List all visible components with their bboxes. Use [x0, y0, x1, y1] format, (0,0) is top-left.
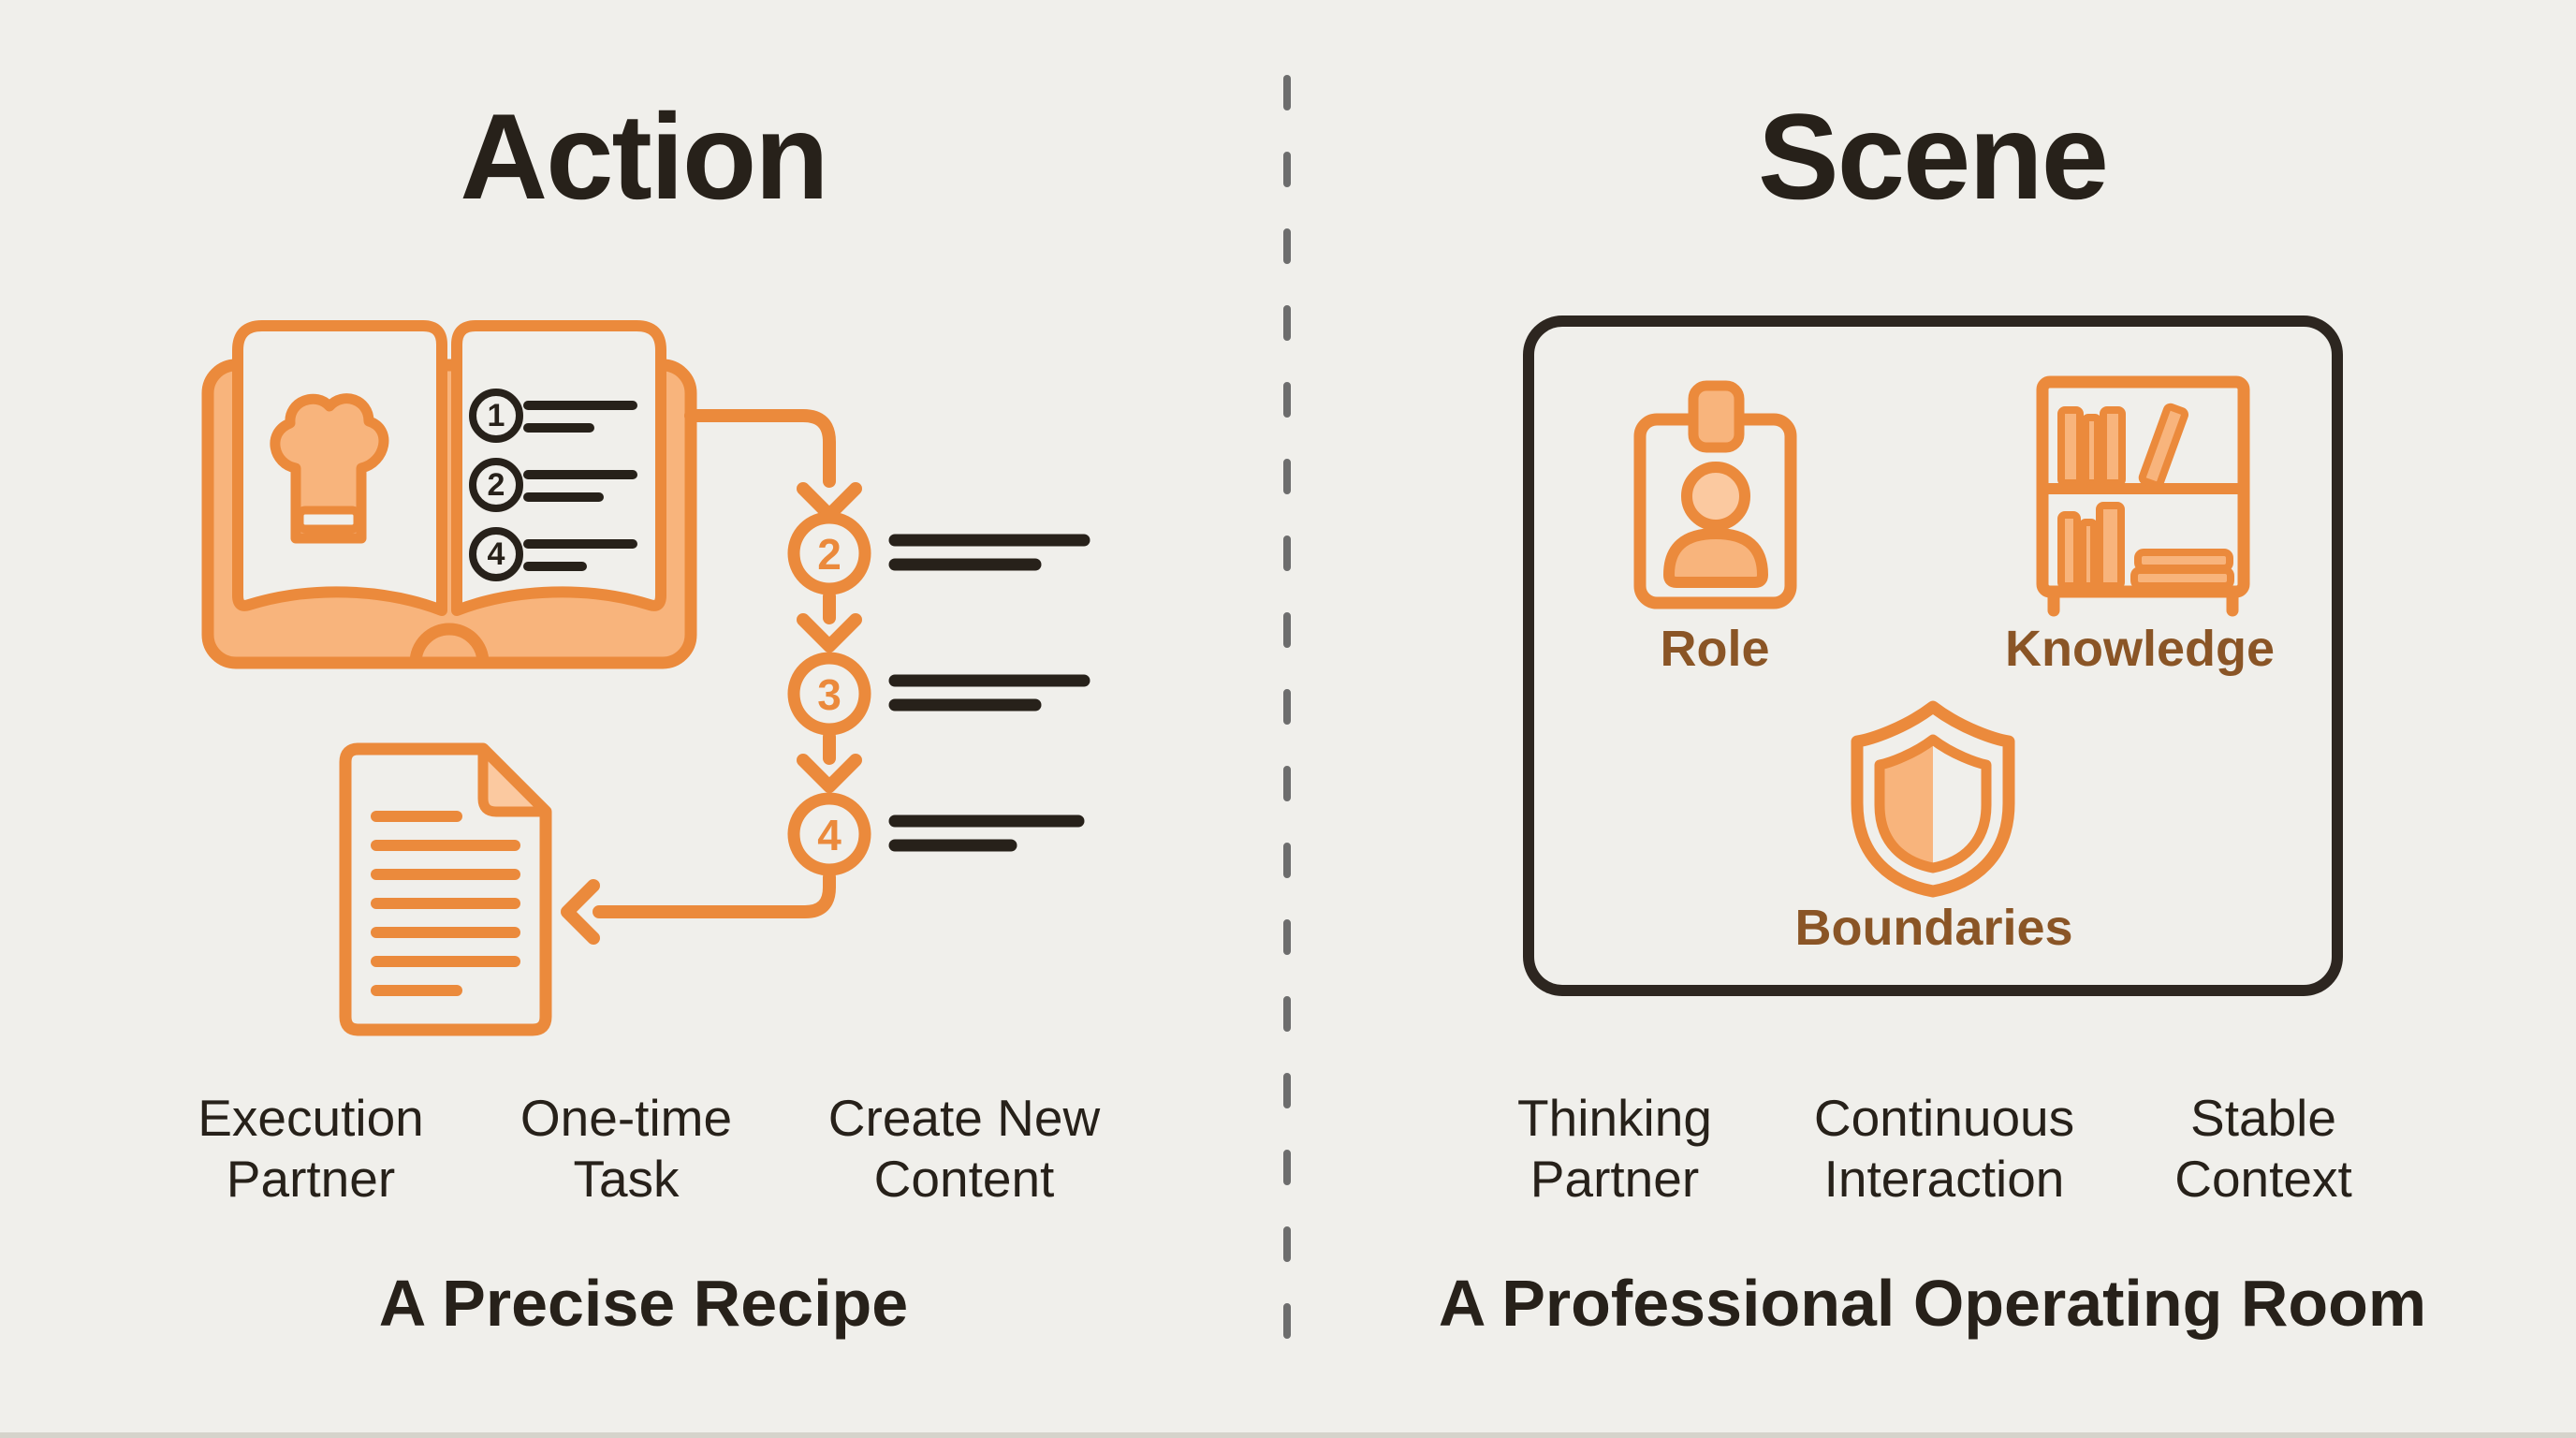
boundaries-label: Boundaries	[1794, 900, 2073, 956]
flow-step-number: 4	[817, 811, 842, 859]
footer-label-stable-context: Stable Context	[2174, 1088, 2352, 1210]
footer-label-line: Create New	[827, 1089, 1101, 1147]
recipe-step-number: 1	[488, 398, 505, 433]
arrow-down-icon	[797, 482, 862, 521]
footer-label-line: Interaction	[1823, 1149, 2065, 1208]
recipe-step-number: 2	[488, 467, 505, 503]
left-caption: A Precise Recipe	[378, 1267, 909, 1340]
footer-label-thinking-partner: Thinking Partner	[1517, 1088, 1712, 1210]
arrow-left-icon	[561, 879, 600, 945]
footer-label-line: Partner	[226, 1149, 396, 1208]
id-badge-icon	[1633, 380, 1797, 609]
footer-label-one-time-task: One-time Task	[520, 1088, 732, 1210]
footer-label-line: One-time	[520, 1089, 733, 1147]
arrow-down-icon	[797, 754, 862, 793]
footer-label-execution-partner: Execution Partner	[198, 1088, 424, 1210]
scene-box	[1523, 315, 2343, 996]
footer-label-line: Stable	[2190, 1089, 2336, 1147]
footer-label-line: Partner	[1530, 1149, 1700, 1208]
book-spine-notch	[409, 623, 490, 669]
flow-connector: 2 3 4	[561, 409, 1090, 945]
person-shoulders	[1663, 528, 1768, 588]
shield-icon	[1851, 700, 2015, 898]
left-title: Action	[460, 88, 828, 225]
badge-clip	[1688, 380, 1745, 453]
right-title: Scene	[1757, 88, 2109, 225]
person-head	[1681, 462, 1750, 531]
footer-label-line: Task	[573, 1149, 680, 1208]
arrow-down-icon	[797, 613, 862, 653]
knowledge-label: Knowledge	[2004, 621, 2276, 677]
flow-step-number: 3	[817, 670, 842, 719]
flow-step-number: 2	[817, 530, 842, 579]
bottom-edge-shadow	[0, 1432, 2576, 1438]
tilted-book	[2138, 403, 2188, 490]
page-fold-corner	[477, 743, 551, 817]
document-icon	[339, 742, 552, 1036]
footer-label-line: Execution	[198, 1089, 424, 1147]
flow-step-circle	[787, 652, 871, 736]
footer-label-continuous-interaction: Continuous Interaction	[1814, 1088, 2074, 1210]
role-label: Role	[1660, 621, 1770, 677]
chef-hat-icon	[270, 393, 389, 544]
footer-label-line: Content	[873, 1149, 1055, 1208]
footer-label-line: Thinking	[1517, 1089, 1712, 1147]
right-caption: A Professional Operating Room	[1438, 1267, 2427, 1340]
bookshelf-icon	[2036, 375, 2250, 617]
flow-step-circle	[787, 792, 871, 876]
cookbook-icon: 1 2 4	[201, 320, 697, 669]
footer-label-create-new-content: Create New Content	[828, 1088, 1100, 1210]
shield-half-fill	[1880, 740, 1933, 868]
flow-step-circle	[787, 511, 871, 595]
footer-label-line: Continuous	[1813, 1089, 2075, 1147]
recipe-list: 1 2 4	[469, 389, 637, 581]
recipe-step-number: 4	[488, 536, 505, 572]
footer-label-line: Context	[2174, 1149, 2352, 1208]
